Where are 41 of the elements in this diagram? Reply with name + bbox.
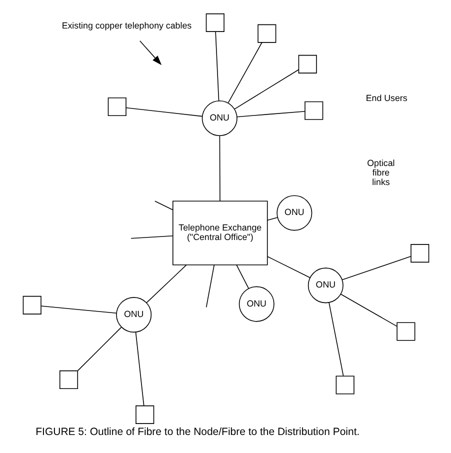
node-box <box>58 370 78 389</box>
node-box <box>304 101 323 120</box>
connector <box>77 326 122 371</box>
node-box <box>135 405 154 424</box>
node-box <box>107 97 126 116</box>
connector <box>218 135 220 202</box>
connector <box>227 42 262 104</box>
connector <box>341 256 411 280</box>
node-box <box>410 244 429 263</box>
node-box: Telephone Exchange ("Central Office") <box>172 200 268 266</box>
node-circle: ONU <box>276 195 312 231</box>
node-box <box>335 376 354 394</box>
label: Optical fibre links <box>366 158 394 188</box>
node-box <box>298 54 316 74</box>
node-circle: ONU <box>116 297 152 333</box>
connector <box>130 235 173 239</box>
connector <box>236 264 248 289</box>
node-box <box>257 24 276 43</box>
connector <box>205 264 214 308</box>
connector <box>146 264 186 304</box>
connector <box>214 31 219 102</box>
node-circle: ONU <box>307 268 343 304</box>
connector <box>40 306 116 314</box>
node-text: Existing copper telephony cables <box>61 20 192 30</box>
node-circle: ONU <box>238 286 274 322</box>
connector <box>340 294 397 327</box>
node-circle: ONU <box>201 100 237 136</box>
connector <box>266 217 278 221</box>
connector <box>328 302 344 376</box>
node-box <box>22 296 41 314</box>
arrow <box>139 40 162 66</box>
connector <box>266 256 310 278</box>
connector <box>154 200 173 210</box>
label: End Users <box>365 93 407 104</box>
connector <box>134 332 144 406</box>
connector <box>236 110 305 118</box>
connector <box>234 69 298 110</box>
node-box <box>396 322 415 341</box>
node-box <box>205 13 224 32</box>
connector <box>125 107 202 117</box>
caption: FIGURE 5: Outline of Fibre to the Node/Fibre to the Distribution Point. <box>35 427 360 438</box>
